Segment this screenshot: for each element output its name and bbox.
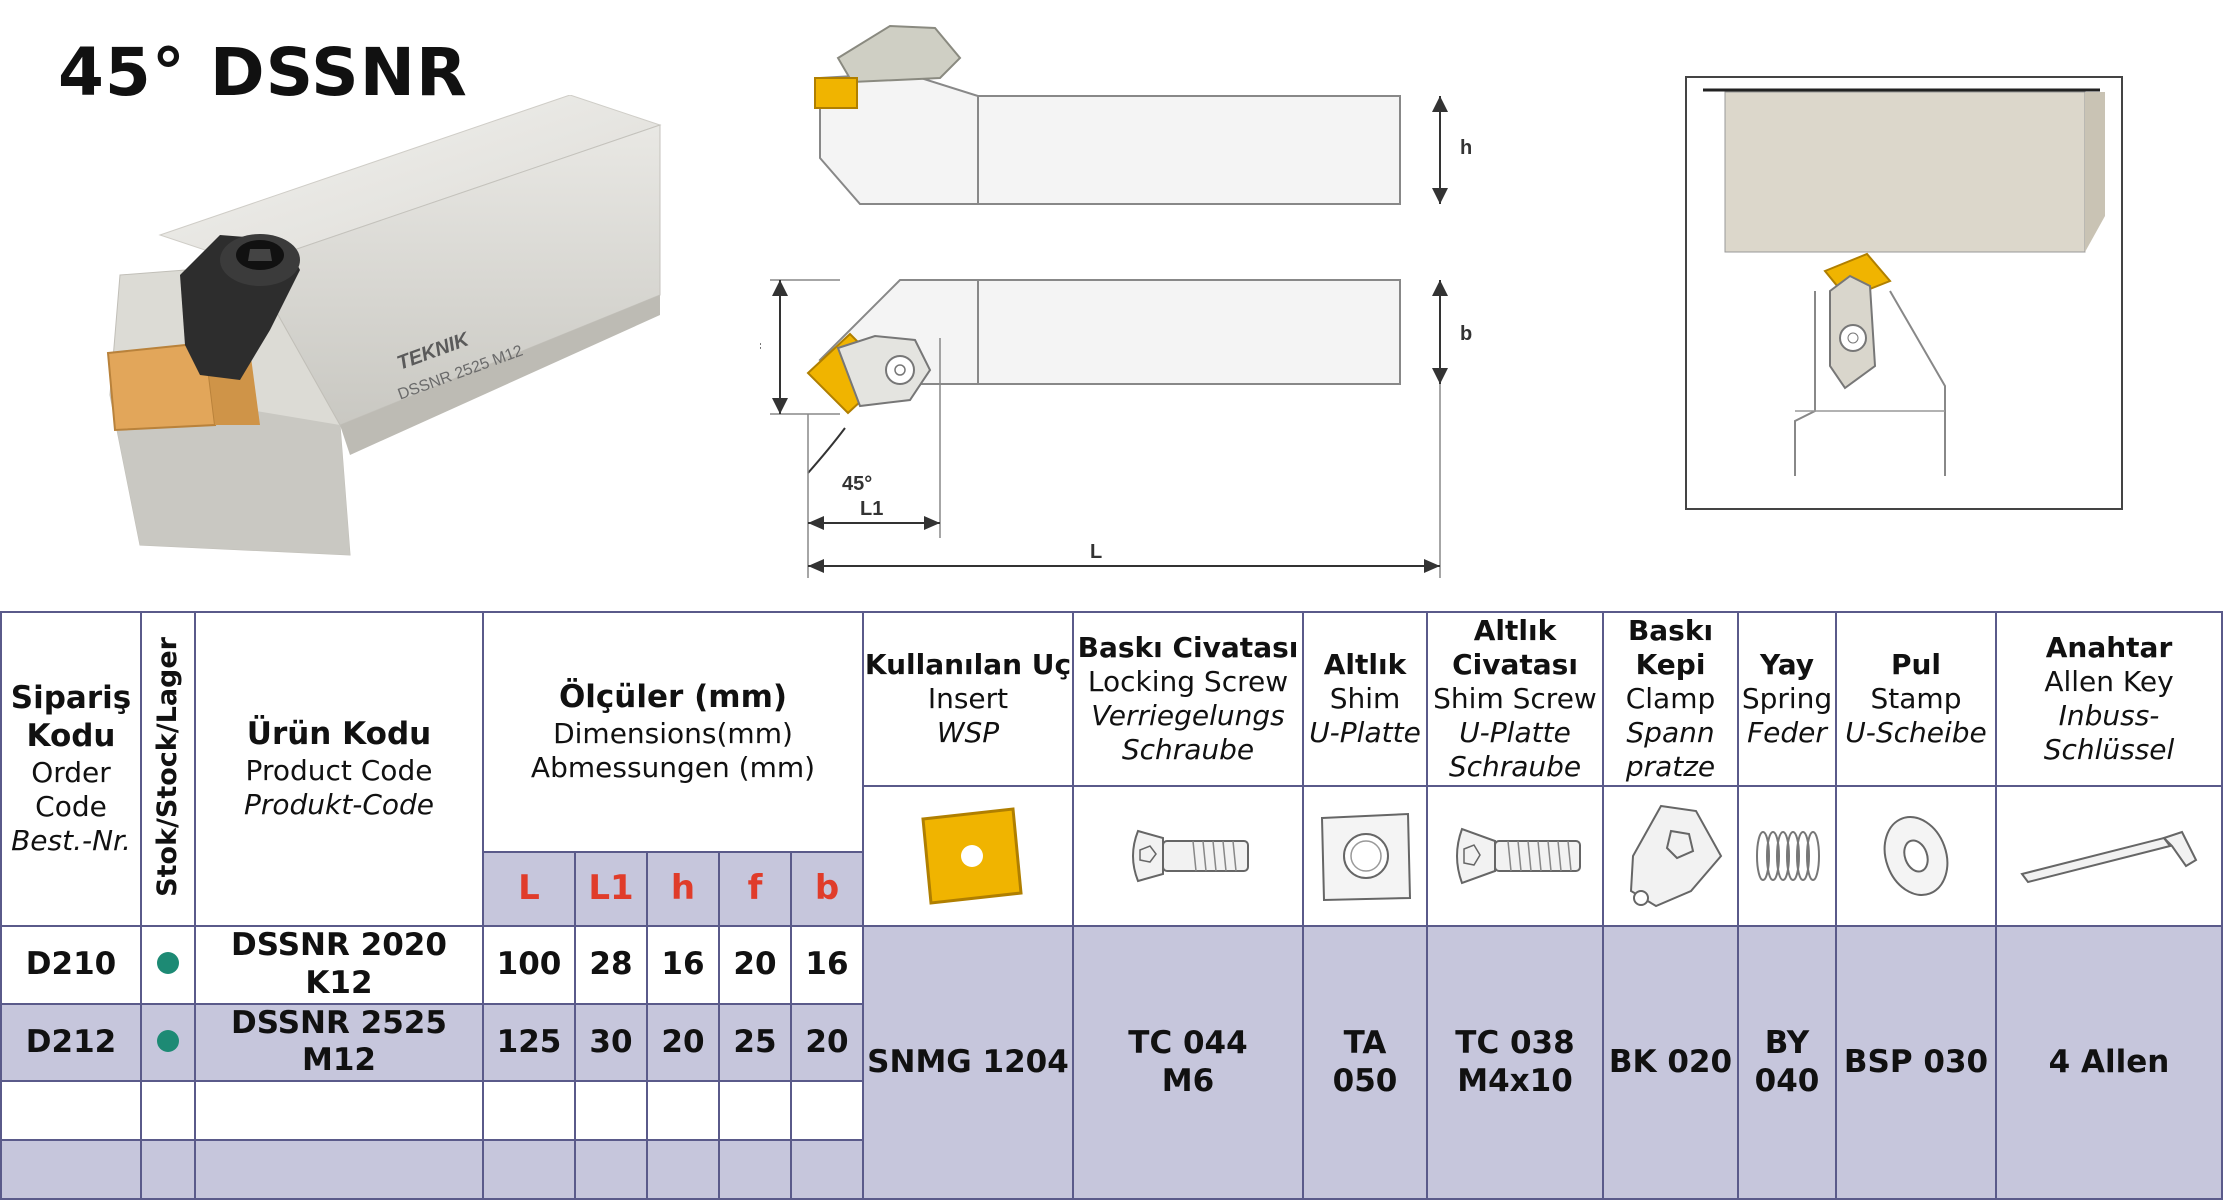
shim-icon xyxy=(1320,812,1412,902)
insert-icon xyxy=(921,807,1023,905)
dim-l1: 28 xyxy=(574,925,648,1005)
spring-image-cell xyxy=(1737,785,1837,927)
spring-code: BY 040 xyxy=(1737,924,1837,1200)
header-shim-screw: Altlık Civatası Shim Screw U-Platte Schr… xyxy=(1426,611,1604,787)
dim-label-f: f xyxy=(760,341,761,363)
dim-b: 20 xyxy=(790,1002,864,1083)
table-row: D210 DSSNR 2020 K12 100 28 16 20 16 SNMG… xyxy=(0,924,2223,1200)
table-row: D212 DSSNR 2525 M12 125 30 20 25 20 xyxy=(0,1002,2222,1083)
stamp-code: BSP 030 xyxy=(1835,924,1997,1200)
shim-screw-image-cell xyxy=(1426,785,1604,927)
insert-code: SNMG 1204 xyxy=(862,924,1074,1200)
application-view xyxy=(1685,76,2123,510)
table-row-empty xyxy=(0,1080,2222,1142)
technical-drawing: h b f 45° L1 L xyxy=(760,24,1472,578)
header-stock: Stok/Stock/Lager xyxy=(140,611,196,927)
locking-screw-code: TC 044 M6 xyxy=(1072,924,1304,1200)
header-spring: Yay Spring Feder xyxy=(1737,611,1837,787)
plan-view: b f 45° L1 L xyxy=(760,279,1472,578)
dim-header-f: f xyxy=(718,851,792,927)
shim-screw-icon xyxy=(1456,827,1581,885)
header-shim: Altlık Shim U-Platte xyxy=(1302,611,1428,787)
dim-l: 125 xyxy=(482,1002,576,1083)
dim-l: 100 xyxy=(482,925,576,1005)
product-code: DSSNR 2020 K12 xyxy=(194,925,484,1005)
dim-label-l1: L1 xyxy=(860,498,883,520)
dim-h: 20 xyxy=(646,1002,720,1083)
header-dimensions: Ölçüler (mm) Dimensions(mm) Abmessungen … xyxy=(482,611,864,853)
dim-label-l: L xyxy=(1090,541,1102,563)
dim-header-b: b xyxy=(790,851,864,927)
dim-l1: 30 xyxy=(574,1002,648,1083)
dim-label-b: b xyxy=(1460,323,1472,345)
side-view: h xyxy=(814,24,1472,205)
clamp-image-cell xyxy=(1602,785,1739,927)
allen-key-image-cell xyxy=(1995,785,2223,927)
stamp-image-cell xyxy=(1835,785,1997,927)
stock-dot-icon xyxy=(157,1029,179,1052)
header-locking-screw: Baskı Civatası Locking Screw Verriegelun… xyxy=(1072,611,1304,787)
header-order-code: Sipariş Kodu Order Code Best.-Nr. xyxy=(0,611,142,927)
stock-indicator xyxy=(140,1002,196,1083)
allen-key-code: 4 Allen xyxy=(1995,924,2223,1200)
shim-image-cell xyxy=(1302,785,1428,927)
spring-icon xyxy=(1756,831,1820,881)
shim-code: TA 050 xyxy=(1302,924,1428,1200)
product-code: DSSNR 2525 M12 xyxy=(194,1002,484,1083)
clamp-code: BK 020 xyxy=(1602,924,1739,1200)
dim-header-h: h xyxy=(646,851,720,927)
washer-icon xyxy=(1883,816,1949,896)
dim-label-angle: 45° xyxy=(842,473,872,495)
order-code: D210 xyxy=(0,925,142,1005)
header-product-code: Ürün Kodu Product Code Produkt-Code xyxy=(194,611,484,927)
insert-image-cell xyxy=(862,785,1074,927)
header-clamp: Baskı Kepi Clamp Spann pratze xyxy=(1602,611,1739,787)
allen-key-icon xyxy=(2020,830,2198,884)
header-allen-key: Anahtar Allen Key Inbuss-Schlüssel xyxy=(1995,611,2223,787)
dim-f: 25 xyxy=(718,1002,792,1083)
page-title: 45° DSSNR xyxy=(58,34,468,111)
locking-screw-image-cell xyxy=(1072,785,1304,927)
stock-dot-icon xyxy=(157,951,179,974)
header-insert: Kullanılan Uç Insert WSP xyxy=(862,611,1074,787)
dim-b: 16 xyxy=(790,925,864,1005)
stock-indicator xyxy=(140,925,196,1005)
spec-table-container: Sipariş Kodu Order Code Best.-Nr. Stok/S… xyxy=(0,611,2223,1200)
locking-screw-icon xyxy=(1132,829,1249,883)
dim-h: 16 xyxy=(646,925,720,1005)
dim-header-l1: L1 xyxy=(574,851,648,927)
order-code: D212 xyxy=(0,1002,142,1083)
clamp-icon xyxy=(1629,804,1722,908)
dim-f: 20 xyxy=(718,925,792,1005)
spec-table: Sipariş Kodu Order Code Best.-Nr. Stok/S… xyxy=(0,611,2223,1200)
dim-header-l: L xyxy=(482,851,576,927)
tool-holder-photo: TEKNIK DSSNR 2525 M12 xyxy=(106,95,662,556)
shim-screw-code: TC 038 M4x10 xyxy=(1426,924,1604,1200)
header-stamp: Pul Stamp U-Scheibe xyxy=(1835,611,1997,787)
dim-label-h: h xyxy=(1460,137,1472,159)
